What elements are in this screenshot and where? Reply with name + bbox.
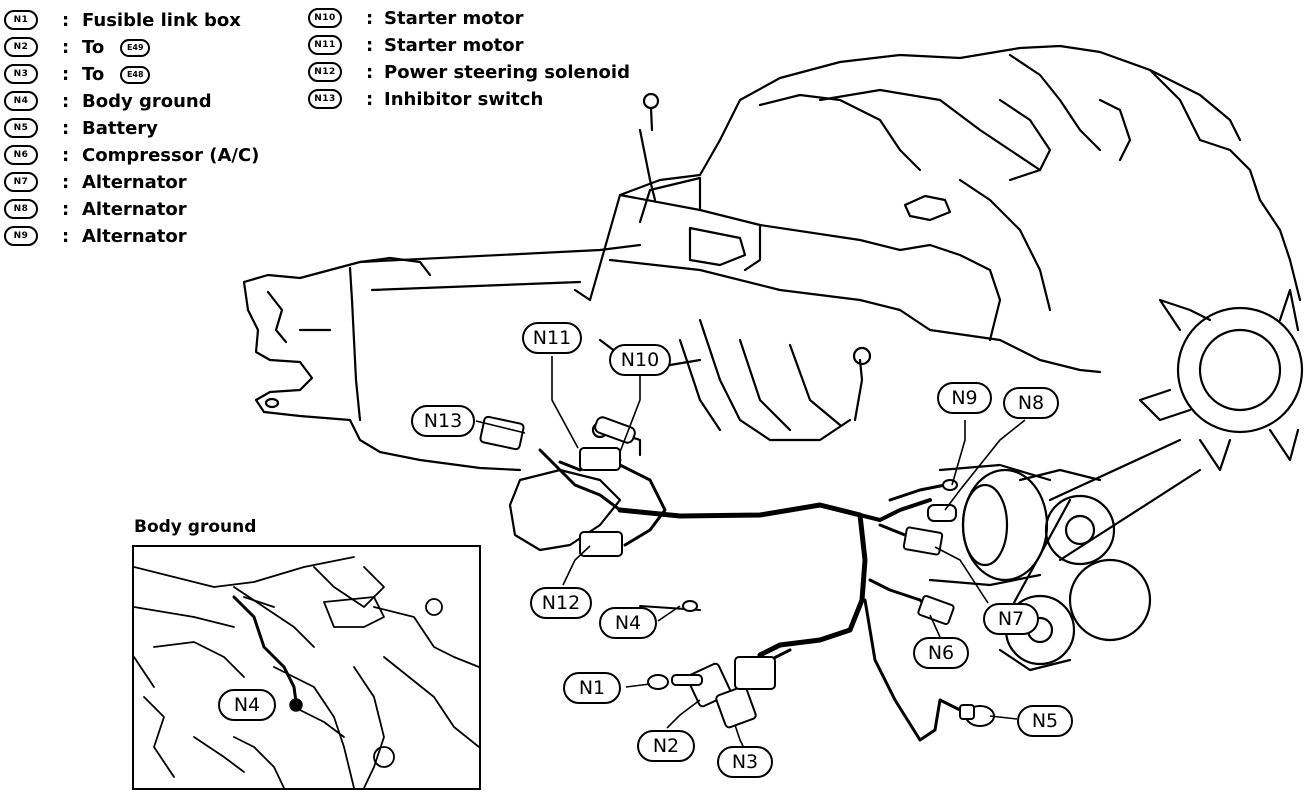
legend-code-n1: N1: [4, 10, 38, 30]
legend-text-n13: Inhibitor switch: [384, 89, 544, 110]
legend-text-n1: Fusible link box: [82, 10, 241, 31]
legend-colon: :: [366, 89, 374, 110]
legend-text-n12: Power steering solenoid: [384, 62, 630, 83]
legend-text-n4: Body ground: [82, 91, 212, 112]
legend-colon: :: [62, 10, 70, 31]
leader-lines: [475, 356, 1026, 747]
legend-text-n6: Compressor (A/C): [82, 145, 260, 166]
fan-and-pulleys: [998, 288, 1304, 672]
legend-code-n7: N7: [4, 172, 38, 192]
callout-n8: N8: [1003, 387, 1059, 419]
legend-code-n9: N9: [4, 226, 38, 246]
legend-colon: :: [62, 172, 70, 193]
legend-colon: :: [62, 145, 70, 166]
legend-code-n11: N11: [308, 35, 342, 55]
legend-text-to: To: [82, 37, 105, 58]
legend-code-n3: N3: [4, 64, 38, 84]
legend-colon: :: [62, 226, 70, 247]
connectors: [479, 415, 995, 729]
legend-colon: :: [366, 62, 374, 83]
inset-title: Body ground: [134, 517, 257, 537]
legend-code-n4: N4: [4, 91, 38, 111]
callout-n9: N9: [937, 382, 992, 414]
callout-n3: N3: [717, 746, 773, 778]
callout-n7: N7: [983, 603, 1039, 635]
connector-ref-e49: E49: [120, 39, 151, 57]
callout-n4: N4: [599, 607, 657, 639]
legend-text-n9: Alternator: [82, 226, 187, 247]
legend-colon: :: [62, 64, 70, 85]
legend-colon: :: [366, 35, 374, 56]
legend-text-n8: Alternator: [82, 199, 187, 220]
legend-colon: :: [62, 91, 70, 112]
legend-code-n6: N6: [4, 145, 38, 165]
callout-n4-inset: N4: [218, 689, 276, 721]
callout-n11: N11: [522, 322, 582, 354]
body-ground-inset: N4: [132, 545, 481, 790]
callout-n6: N6: [913, 637, 969, 669]
legend-text-n5: Battery: [82, 118, 158, 139]
callout-n2: N2: [637, 730, 695, 762]
legend-code-n12: N12: [308, 62, 342, 82]
engine-block-outline: [573, 44, 1302, 442]
legend-code-n10: N10: [308, 8, 342, 28]
connector-ref-e48: E48: [120, 66, 151, 84]
transmission-outline: [242, 243, 642, 472]
legend-colon: :: [62, 118, 70, 139]
alternator-outline: [928, 463, 1052, 587]
legend-code-n5: N5: [4, 118, 38, 138]
legend-text-n2: To E49: [82, 34, 151, 61]
legend-code-n8: N8: [4, 199, 38, 219]
callout-n1: N1: [563, 672, 621, 704]
callout-n10: N10: [609, 344, 671, 376]
callout-n5: N5: [1017, 705, 1073, 737]
legend-text-n11: Starter motor: [384, 35, 524, 56]
legend-text-n7: Alternator: [82, 172, 187, 193]
callout-n13: N13: [411, 405, 475, 437]
legend-colon: :: [62, 37, 70, 58]
legend-text-n10: Starter motor: [384, 8, 524, 29]
legend-text-n3: To E48: [82, 61, 151, 88]
legend-colon: :: [62, 199, 70, 220]
body-ground-drawing: [134, 556, 479, 788]
callout-n12: N12: [530, 587, 592, 619]
legend-colon: :: [366, 8, 374, 29]
legend-code-n13: N13: [308, 89, 342, 109]
legend-code-n2: N2: [4, 37, 38, 57]
legend-text-to: To: [82, 64, 105, 85]
